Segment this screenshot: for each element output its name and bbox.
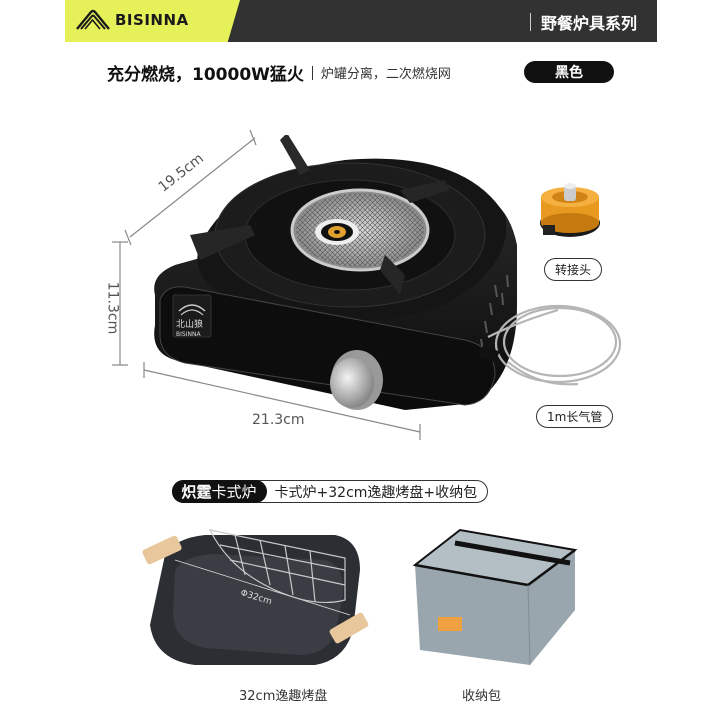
accessory-hose-label: 1m长气管 (536, 405, 614, 428)
bundle-name-bold: 炽霆 (181, 483, 212, 501)
accessory-adapter-label: 转接头 (544, 258, 603, 281)
bundle-contents: 卡式炉+32cm逸趣烤盘+收纳包 (274, 484, 478, 501)
color-option-black[interactable]: 黑色 (524, 61, 614, 83)
grill-pan-caption: 32cm逸趣烤盘 (239, 689, 328, 704)
storage-bag-caption: 收纳包 (462, 689, 502, 704)
badge-cn: 北山狼 (176, 320, 204, 330)
product-badge: 北山狼 BISINNA (176, 320, 203, 340)
cassette-stove-image (154, 135, 517, 410)
grill-pan-image: Φ32cm (142, 529, 369, 665)
width-label: 21.3cm (252, 412, 305, 428)
wolf-wave-logo-icon (76, 9, 110, 30)
series-title: 野餐炉具系列 (529, 10, 637, 34)
divider (529, 13, 531, 31)
tagline: 充分燃烧，10000W猛火 炉罐分离，二次燃烧网 (107, 60, 451, 85)
tagline-main: 充分燃烧，10000W猛火 (107, 65, 304, 85)
bundle-name: 炽霆 卡式炉 (171, 480, 267, 503)
header-bar: BISINNA 野餐炉具系列 (65, 0, 657, 42)
divider (311, 65, 313, 80)
tagline-sub: 炉罐分离，二次燃烧网 (320, 67, 451, 82)
storage-bag-image (412, 528, 578, 666)
brand-logo[interactable]: BISINNA (75, 9, 189, 31)
brand-name: BISINNA (115, 11, 189, 29)
bundle-name-rest: 卡式炉 (211, 483, 257, 501)
width-dimension-line (143, 362, 421, 440)
gas-hose-image (479, 304, 622, 386)
height-dimension-line (112, 241, 128, 366)
series-title-text: 野餐炉具系列 (540, 14, 637, 33)
badge-en: BISINNA (176, 331, 201, 338)
depth-dimension-line (124, 129, 257, 246)
bundle-option[interactable]: 炽霆 卡式炉 卡式炉+32cm逸趣烤盘+收纳包 (171, 480, 489, 503)
gas-adapter-image (540, 183, 600, 237)
height-label: 11.3cm (104, 281, 121, 335)
